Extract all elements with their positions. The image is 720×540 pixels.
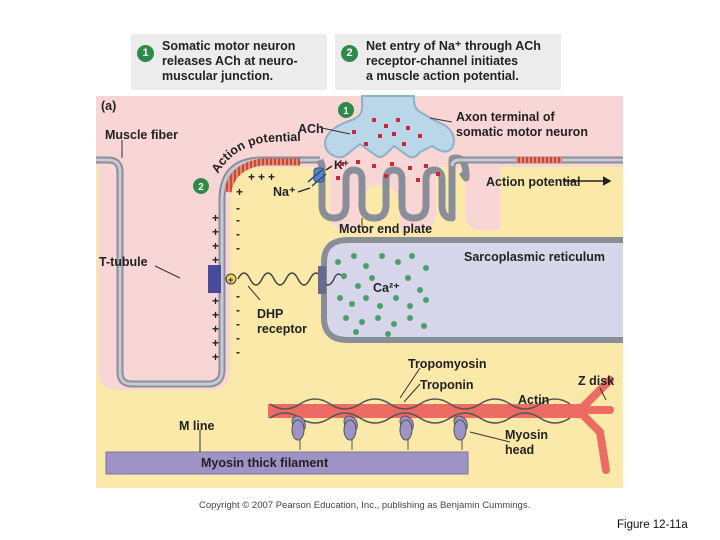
myosin-head-line-2: head <box>505 443 535 457</box>
step-2-line-2: receptor-channel initiates <box>366 54 519 68</box>
sarcolemma-right-inner <box>450 158 623 167</box>
sarcolemma-membrane-inner <box>96 158 320 386</box>
svg-text:-: - <box>236 241 240 255</box>
step-1-line-1: Somatic motor neuron <box>162 39 296 53</box>
action-potential-right-stripe <box>516 157 562 163</box>
svg-text:+: + <box>228 275 233 285</box>
myosin-head-shapes <box>291 419 467 441</box>
actin-label: Actin <box>518 393 550 407</box>
svg-text:-: - <box>236 345 240 359</box>
dhp-receptor-line-1: DHP <box>257 307 284 321</box>
ion-arrows <box>297 165 612 193</box>
step-1-line-3: muscular junction. <box>162 69 274 83</box>
svg-text:+: + <box>212 211 219 225</box>
motor-end-plate-membrane <box>316 154 470 222</box>
dhp-receptor-label: DHP receptor <box>257 307 307 337</box>
step-2-line-1: Net entry of Na⁺ through ACh <box>366 39 541 53</box>
svg-text:+: + <box>258 170 265 184</box>
svg-text:+: + <box>212 350 219 364</box>
axon-terminal-line-1: Axon terminal of <box>456 110 555 124</box>
inline-step-1-number: 1 <box>343 106 349 117</box>
myosin-thick-filament-label: Myosin thick filament <box>201 456 329 470</box>
svg-text:+: + <box>212 336 219 350</box>
z-disk <box>576 376 614 474</box>
action-potential-curve-stripe <box>224 158 300 193</box>
sr-channel <box>318 266 326 294</box>
step-1-box: 1 Somatic motor neuron releases ACh at n… <box>131 34 327 90</box>
copyright-notice: Copyright © 2007 Pearson Education, Inc.… <box>199 500 531 511</box>
svg-text:-: - <box>236 331 240 345</box>
step-2-box: 2 Net entry of Na⁺ through ACh receptor-… <box>335 34 561 90</box>
panel-label: (a) <box>101 99 117 113</box>
inline-step-2-badge <box>193 178 209 194</box>
troponin-label: Troponin <box>420 378 474 392</box>
calcium-label: Ca²⁺ <box>373 281 400 295</box>
motor-end-plate-label: Motor end plate <box>339 222 433 236</box>
calcium-ions <box>335 253 429 337</box>
tropomyosin-strand <box>269 398 571 410</box>
ach-receptor-channel <box>307 167 327 187</box>
svg-text:+: + <box>248 170 255 184</box>
svg-text:-: - <box>236 227 240 241</box>
svg-text:-: - <box>236 289 240 303</box>
sarcoplasmic-reticulum-label: Sarcoplasmic reticulum <box>464 250 606 264</box>
dhp-receptor-charge <box>225 273 237 285</box>
tropomyosin-strand-2 <box>269 412 571 424</box>
svg-text:-: - <box>236 303 240 317</box>
svg-text:+: + <box>236 185 243 199</box>
svg-text:+: + <box>212 308 219 322</box>
svg-text:+: + <box>268 170 275 184</box>
dhp-receptor <box>208 265 221 293</box>
leader-lines <box>121 117 607 452</box>
inline-step-2-number: 2 <box>198 182 204 193</box>
step-2-badge: 2 <box>341 45 358 62</box>
svg-text:-: - <box>236 201 240 215</box>
step-1-text: Somatic motor neuron releases ACh at neu… <box>162 39 298 84</box>
myosin-head-label: Myosin head <box>505 428 548 458</box>
actin-filament <box>268 404 588 418</box>
dhp-receptor-line-2: receptor <box>257 322 308 336</box>
step-1-line-2: releases ACh at neuro- <box>162 54 298 68</box>
svg-text:-: - <box>236 317 240 331</box>
na-ion-label: Na⁺ <box>273 185 296 199</box>
step-2-text: Net entry of Na⁺ through ACh receptor-ch… <box>366 39 541 84</box>
svg-text:+: + <box>212 322 219 336</box>
ach-molecules <box>336 118 440 182</box>
z-disk-label: Z disk <box>578 374 615 388</box>
inline-step-1-badge <box>338 102 354 118</box>
ryanodine-receptor-coil <box>237 272 345 286</box>
tropomyosin-label: Tropomyosin <box>408 357 487 371</box>
axon-terminal-line-2: somatic motor neuron <box>456 125 588 139</box>
myosin-head-line-1: Myosin <box>505 428 549 442</box>
figure-label: Figure 12-11a <box>617 519 688 531</box>
step-2-line-3: a muscle action potential. <box>366 69 519 83</box>
action-potential-right-label: Action potential <box>486 175 581 189</box>
myosin-thick-filament <box>105 451 469 475</box>
axon-terminal-label: Axon terminal of somatic motor neuron <box>456 110 588 140</box>
m-line-label: M line <box>179 419 215 433</box>
svg-text:+: + <box>212 294 219 308</box>
svg-text:+: + <box>212 239 219 253</box>
t-tubule-label: T-tubule <box>99 255 148 269</box>
svg-text:-: - <box>236 213 240 227</box>
muscle-fiber-label: Muscle fiber <box>105 128 178 142</box>
ach-label: ACh <box>298 122 324 136</box>
step-1-badge: 1 <box>137 45 154 62</box>
svg-text:+: + <box>212 225 219 239</box>
svg-text:+: + <box>212 253 219 267</box>
membrane-charges: +++ + ++++ +++++ ---- ----- <box>212 170 275 364</box>
axon-terminal <box>324 95 455 159</box>
k-ion-label: K⁺ <box>334 158 349 172</box>
